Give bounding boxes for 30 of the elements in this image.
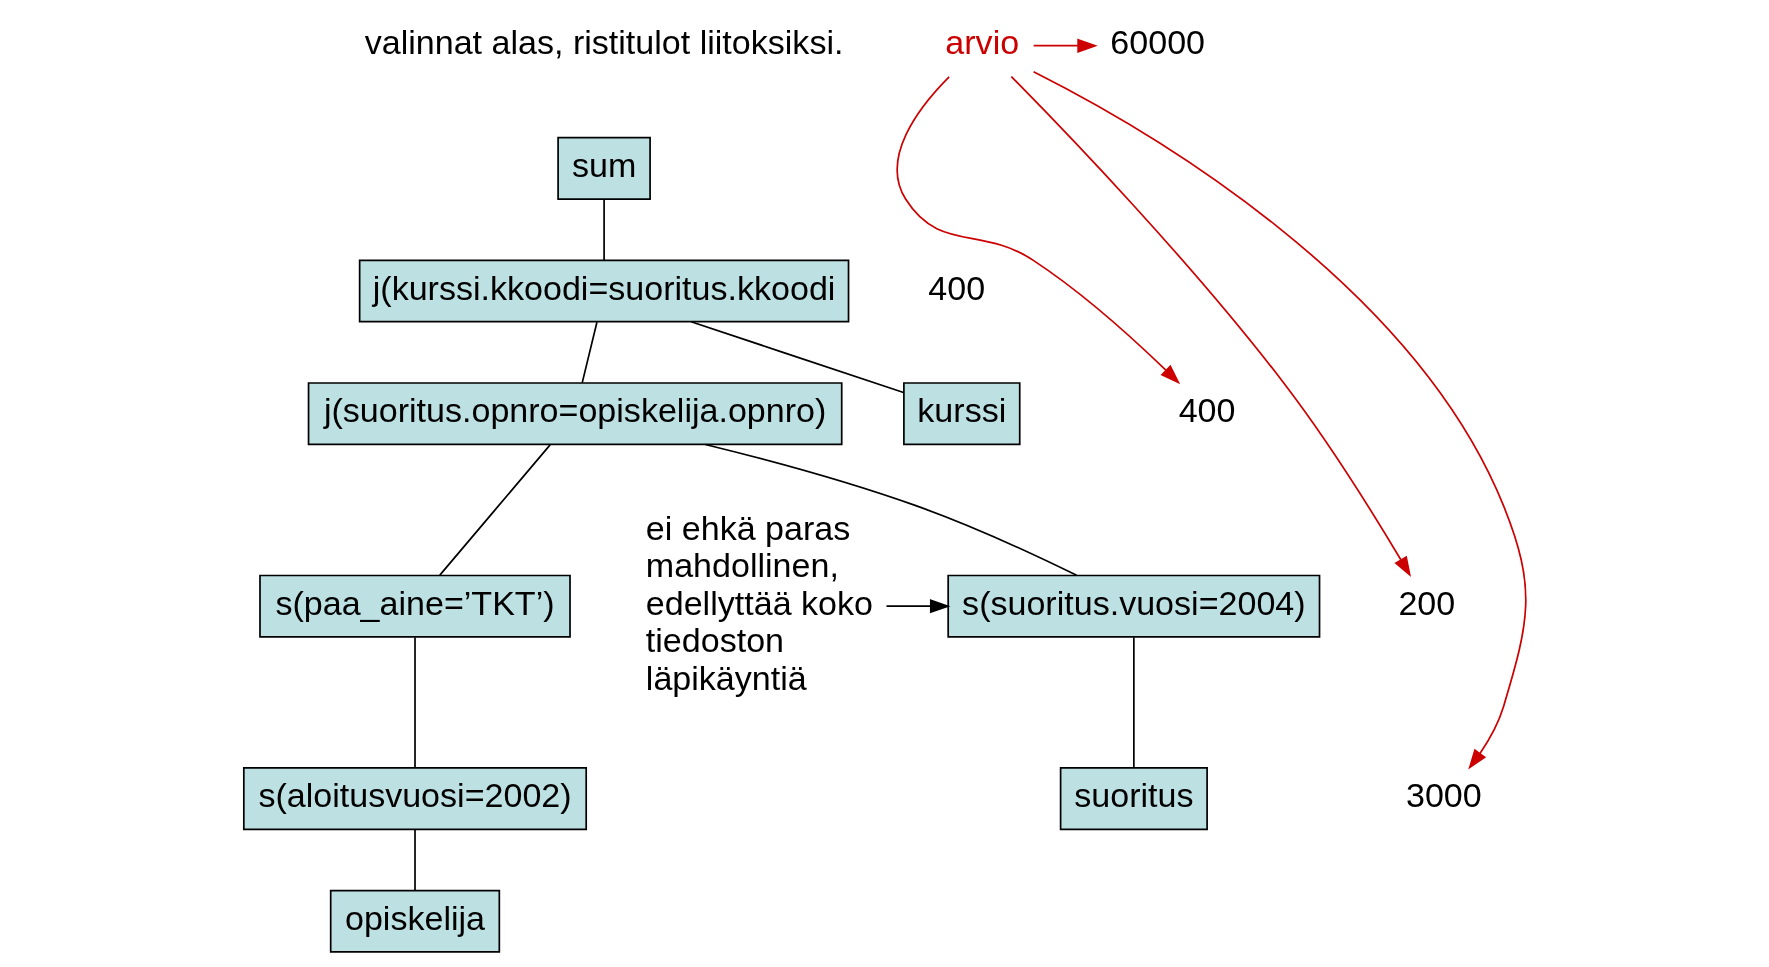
node-box: s(paa_aine=’TKT’) <box>258 574 571 638</box>
node-box: suoritus <box>1059 767 1208 831</box>
node-text: 3000 <box>1405 776 1482 815</box>
arrow <box>1032 70 1527 770</box>
arrow <box>1010 75 1411 577</box>
node-box: opiskelija <box>329 889 500 953</box>
connector <box>703 443 1077 577</box>
node-box: sum <box>556 136 651 200</box>
node-box: s(aloitusvuosi=2002) <box>242 767 587 831</box>
arrow <box>1032 38 1098 53</box>
node-text: 60000 <box>1109 23 1205 62</box>
connector <box>413 636 416 769</box>
connector <box>438 444 551 576</box>
connector <box>1132 636 1135 769</box>
connector <box>413 828 416 892</box>
connector <box>602 198 605 262</box>
node-text: 400 <box>1178 391 1236 430</box>
arrow <box>885 599 950 614</box>
connector <box>689 320 904 394</box>
node-label: 400 <box>927 268 985 307</box>
node-box: s(suoritus.vuosi=2004) <box>946 574 1320 638</box>
node-text: ei ehkä paras mahdollinen, edellyttää koko tiedoston läpikäyntiä <box>645 508 873 697</box>
node-box: j(suoritus.opnro=opiskelija.opnro) <box>307 382 843 446</box>
node-box: j(kurssi.kkoodi=suoritus.kkoodi <box>358 259 849 323</box>
node-box: kurssi <box>902 382 1021 446</box>
label: valinnat alas, ristitulot liitoksiksi. <box>364 23 843 62</box>
node-text: arvio <box>944 23 1019 62</box>
node-text: 200 <box>1397 583 1455 622</box>
connector <box>580 321 598 384</box>
arrow <box>895 75 1180 385</box>
